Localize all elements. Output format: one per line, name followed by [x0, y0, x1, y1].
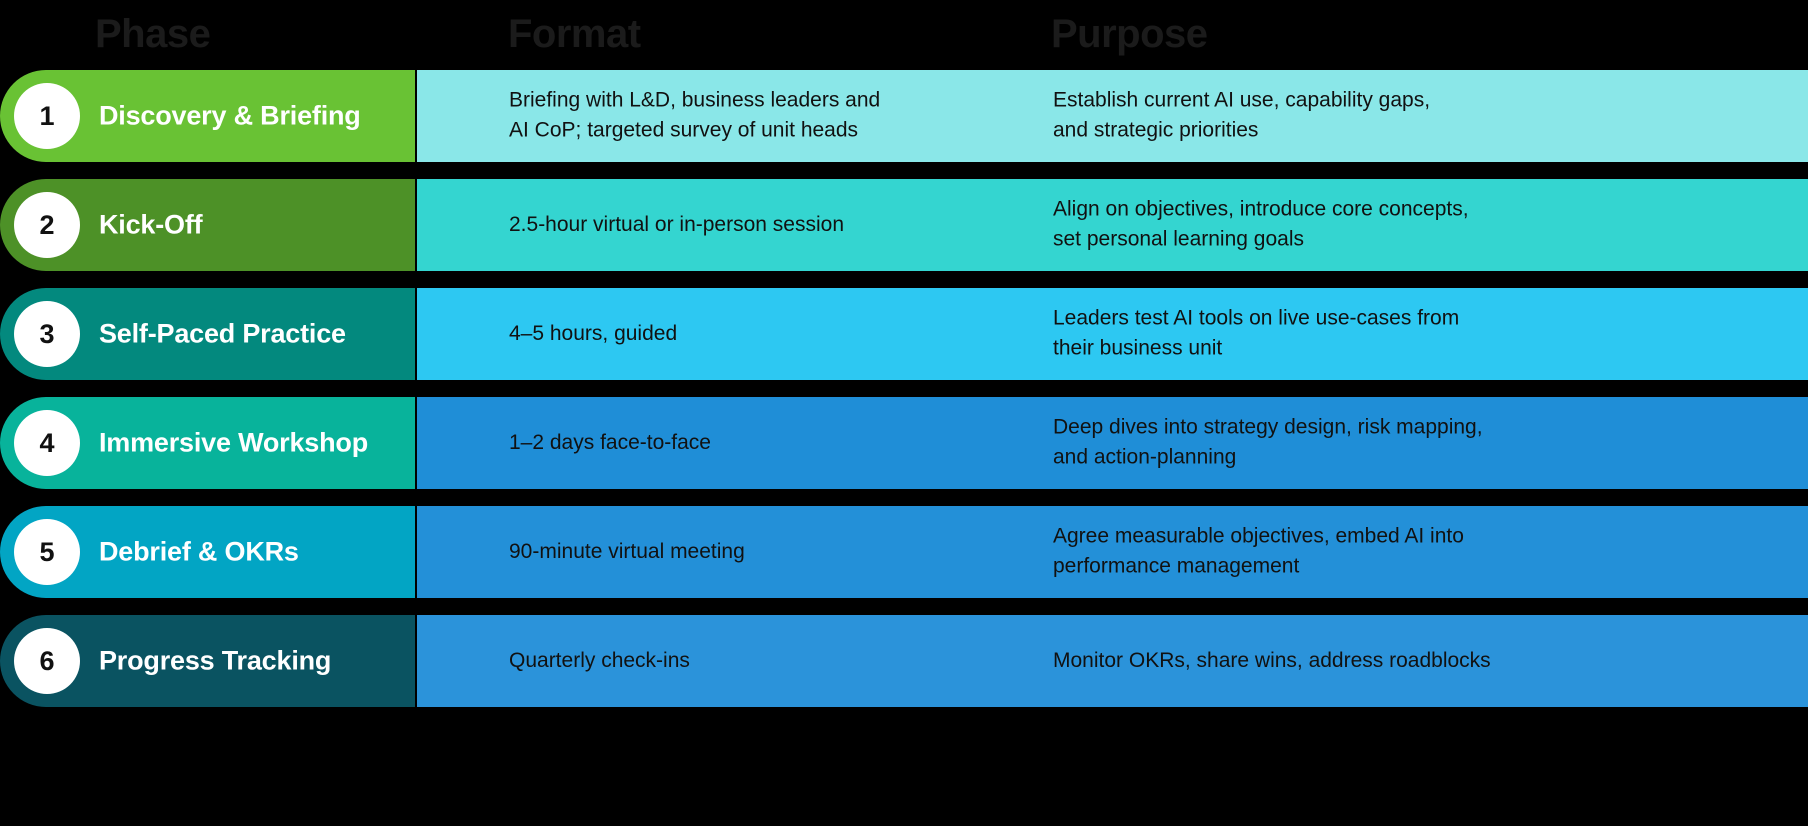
column-header-purpose: Purpose [1051, 12, 1208, 56]
column-divider [415, 288, 417, 380]
column-divider [415, 179, 417, 271]
format-text: 1–2 days face-to-face [509, 430, 711, 454]
table-row: 6 Progress Tracking Quarterly check-ins Mon… [0, 615, 1808, 707]
column-divider [415, 615, 417, 707]
purpose-text: Align on objectives, introduce core conc… [1053, 197, 1469, 251]
purpose-text: Establish current AI use, capability gap… [1053, 88, 1431, 142]
column-header-phase: Phase [95, 12, 211, 56]
step-number-badge: 6 [14, 628, 80, 694]
format-text: 2.5-hour virtual or in-person session [509, 212, 844, 236]
table-row: 5 Debrief & OKRs 90-minute virtual meeting… [0, 506, 1808, 598]
phase-label: Self-Paced Practice [99, 318, 346, 349]
content-cell: Quarterly check-ins Monitor OKRs, share w… [417, 615, 1808, 707]
phase-label: Discovery & Briefing [99, 100, 361, 131]
phase-label: Debrief & OKRs [99, 536, 299, 567]
column-divider [415, 397, 417, 489]
step-number-badge: 2 [14, 192, 80, 258]
purpose-text: Agree measurable objectives, embed AI in… [1053, 524, 1464, 578]
content-cell: Briefing with L&D, business leaders and … [417, 70, 1808, 162]
table-row: 3 Self-Paced Practice 4–5 hours, guided Lea… [0, 288, 1808, 380]
phase-cell: 1 Discovery & Briefing [0, 70, 415, 162]
step-number-badge: 4 [14, 410, 80, 476]
format-text: Briefing with L&D, business leaders and … [509, 88, 881, 142]
phase-cell: 4 Immersive Workshop [0, 397, 415, 489]
column-divider [415, 70, 417, 162]
phase-label: Immersive Workshop [99, 427, 368, 458]
table-row: 4 Immersive Workshop 1–2 days face-to-face… [0, 397, 1808, 489]
step-number-badge: 3 [14, 301, 80, 367]
phase-label: Progress Tracking [99, 645, 332, 676]
column-header-format: Format [508, 12, 641, 56]
column-divider [415, 506, 417, 598]
phase-label: Kick-Off [99, 209, 203, 240]
purpose-text: Deep dives into strategy design, risk ma… [1053, 415, 1483, 469]
content-cell: 1–2 days face-to-face Deep dives into str… [417, 397, 1808, 489]
phase-cell: 6 Progress Tracking [0, 615, 415, 707]
step-number-badge: 1 [14, 83, 80, 149]
table-row: 1 Discovery & Briefing Briefing with L&D, … [0, 70, 1808, 162]
phase-rows: 1 Discovery & Briefing Briefing with L&D, … [0, 70, 1808, 707]
purpose-text: Monitor OKRs, share wins, address roadbl… [1053, 648, 1491, 672]
table-header: Phase Format Purpose [0, 0, 1808, 70]
step-number-badge: 5 [14, 519, 80, 585]
table-row: 2 Kick-Off 2.5-hour virtual or in-person s… [0, 179, 1808, 271]
format-text: 4–5 hours, guided [509, 321, 678, 345]
content-cell: 2.5-hour virtual or in-person session Ali… [417, 179, 1808, 271]
phase-cell: 2 Kick-Off [0, 179, 415, 271]
purpose-text: Leaders test AI tools on live use-cases … [1053, 306, 1460, 360]
content-cell: 4–5 hours, guided Leaders test AI tools o… [417, 288, 1808, 380]
content-cell: 90-minute virtual meeting Agree measurabl… [417, 506, 1808, 598]
phase-cell: 5 Debrief & OKRs [0, 506, 415, 598]
format-text: Quarterly check-ins [509, 648, 690, 672]
phase-cell: 3 Self-Paced Practice [0, 288, 415, 380]
format-text: 90-minute virtual meeting [509, 539, 745, 563]
